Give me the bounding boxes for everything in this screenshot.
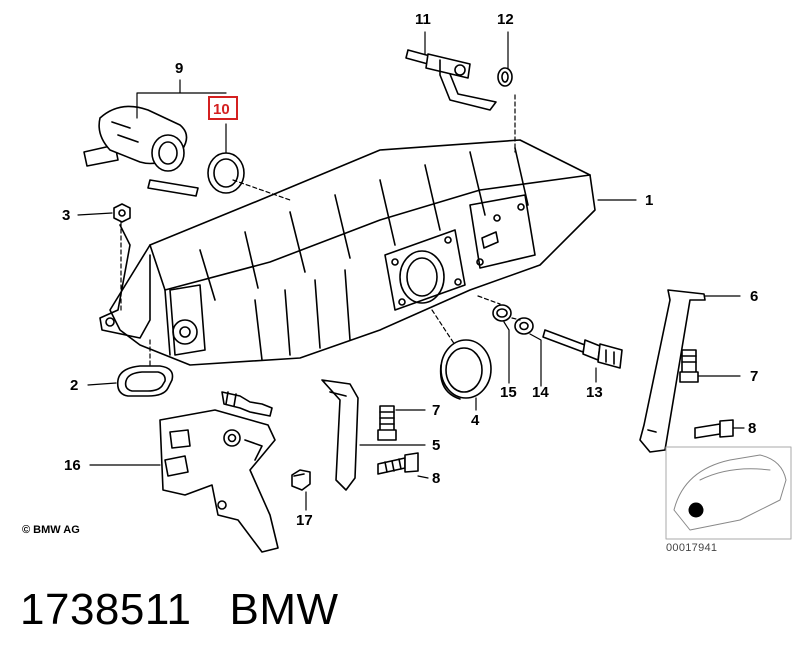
sensor-11 <box>405 49 497 111</box>
gasket-2 <box>116 365 174 397</box>
brand-name: BMW <box>229 585 339 634</box>
part-caption: 1738511 BMW <box>20 585 339 635</box>
bolt-7b <box>679 349 699 383</box>
nut-3 <box>113 203 131 223</box>
callout-8a[interactable]: 8 <box>432 470 440 487</box>
seal-ring-4 <box>439 339 492 400</box>
screw-17 <box>291 469 311 491</box>
intake-manifold <box>99 139 596 366</box>
callout-labels: 1 2 3 4 5 6 7 7 8 8 9 10 11 12 13 14 15 … <box>62 11 758 529</box>
callout-10[interactable]: 10 <box>213 101 230 118</box>
callout-1[interactable]: 1 <box>645 192 653 209</box>
bracket-plate-16 <box>159 391 279 553</box>
bracket-6 <box>639 289 706 453</box>
seal-15 <box>492 304 512 322</box>
bolt-7a <box>377 405 397 441</box>
bolt-8a <box>377 452 419 475</box>
callout-6[interactable]: 6 <box>750 288 758 305</box>
o-ring-10 <box>207 152 245 194</box>
callout-2[interactable]: 2 <box>70 377 78 394</box>
bolt-8b <box>694 419 734 439</box>
washer-14 <box>514 317 534 335</box>
ring-12 <box>497 67 513 87</box>
callout-9[interactable]: 9 <box>175 60 183 77</box>
bracket-5 <box>321 379 359 491</box>
callout-5[interactable]: 5 <box>432 437 440 454</box>
callout-15[interactable]: 15 <box>500 384 517 401</box>
temp-sensor-13 <box>542 329 623 369</box>
callout-16[interactable]: 16 <box>64 457 81 474</box>
part-number: 1738511 <box>20 585 192 634</box>
callout-4[interactable]: 4 <box>471 412 480 429</box>
leader-lines <box>77 31 745 511</box>
callout-7a[interactable]: 7 <box>432 402 440 419</box>
callout-8b[interactable]: 8 <box>748 420 756 437</box>
diagram-reference-number: 00017941 <box>666 542 718 554</box>
callout-13[interactable]: 13 <box>586 384 603 401</box>
callout-7b[interactable]: 7 <box>750 368 758 385</box>
copyright-notice: © BMW AG <box>22 524 80 536</box>
car-locator-inset <box>665 446 792 540</box>
callout-14[interactable]: 14 <box>532 384 549 401</box>
callout-17[interactable]: 17 <box>296 512 313 529</box>
callout-10-highlight-box <box>208 96 238 120</box>
callout-11[interactable]: 11 <box>415 11 431 28</box>
idle-valve-9 <box>83 105 199 197</box>
callout-12[interactable]: 12 <box>497 11 514 28</box>
callout-3[interactable]: 3 <box>62 207 70 224</box>
